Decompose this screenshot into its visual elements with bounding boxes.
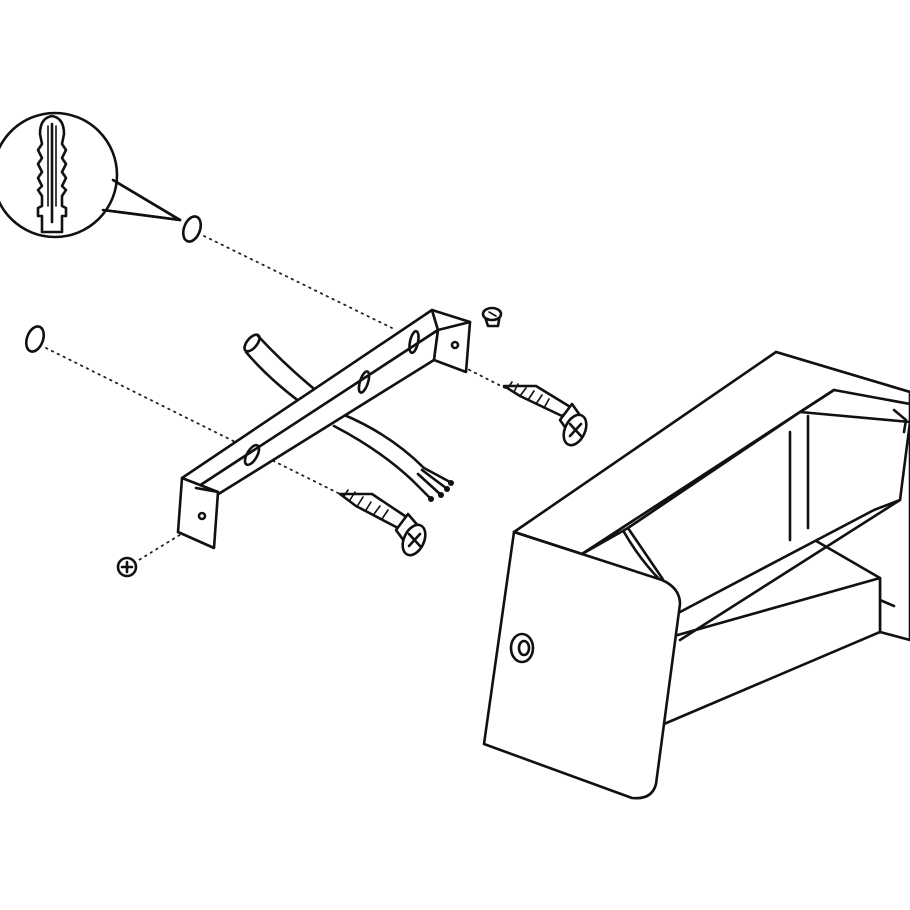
cable-wires [410, 466, 454, 502]
wood-screw-lower [338, 489, 427, 557]
cable-bottom-edge-a [332, 424, 414, 482]
wall-plug-icon [36, 114, 68, 234]
power-cable [243, 333, 454, 502]
cable-top-edge-a [244, 350, 302, 404]
housing-inner-lower-edge [678, 498, 902, 642]
mounting-bracket [176, 308, 472, 550]
housing-screw-hole [509, 632, 535, 664]
bracket-slot-right [408, 329, 420, 355]
bracket-top-face [180, 308, 440, 490]
small-screw-upper [481, 306, 503, 328]
cable-bottom-edge-b [340, 412, 426, 470]
housing-end-face [482, 530, 682, 800]
lamp-housing [482, 350, 910, 800]
bracket-slot-left [243, 443, 261, 467]
wall-plug-detail-callout [0, 111, 182, 239]
guide-line-upper-plug [203, 235, 393, 329]
wood-screw-upper [502, 381, 588, 447]
bracket-hole-left [197, 511, 207, 521]
bracket-right-tab [430, 308, 472, 374]
guide-line-lower-plug [45, 347, 341, 495]
callout-pointer-edge-bottom [101, 208, 182, 222]
bracket-left-tab [176, 476, 220, 550]
callout-pointer-edge-top [111, 178, 182, 222]
small-screw-lower [116, 556, 138, 578]
bracket-hole-right [450, 340, 460, 350]
alignment-guides [45, 235, 506, 564]
bracket-slot-middle [357, 370, 371, 394]
cable-end-top [243, 333, 261, 353]
bracket-front-face [194, 328, 440, 510]
wall-plug-hole-lower [24, 325, 46, 353]
detail-circle [0, 111, 119, 239]
cable-top-edge-b [256, 334, 320, 394]
wall-plug-hole-upper [181, 215, 203, 243]
